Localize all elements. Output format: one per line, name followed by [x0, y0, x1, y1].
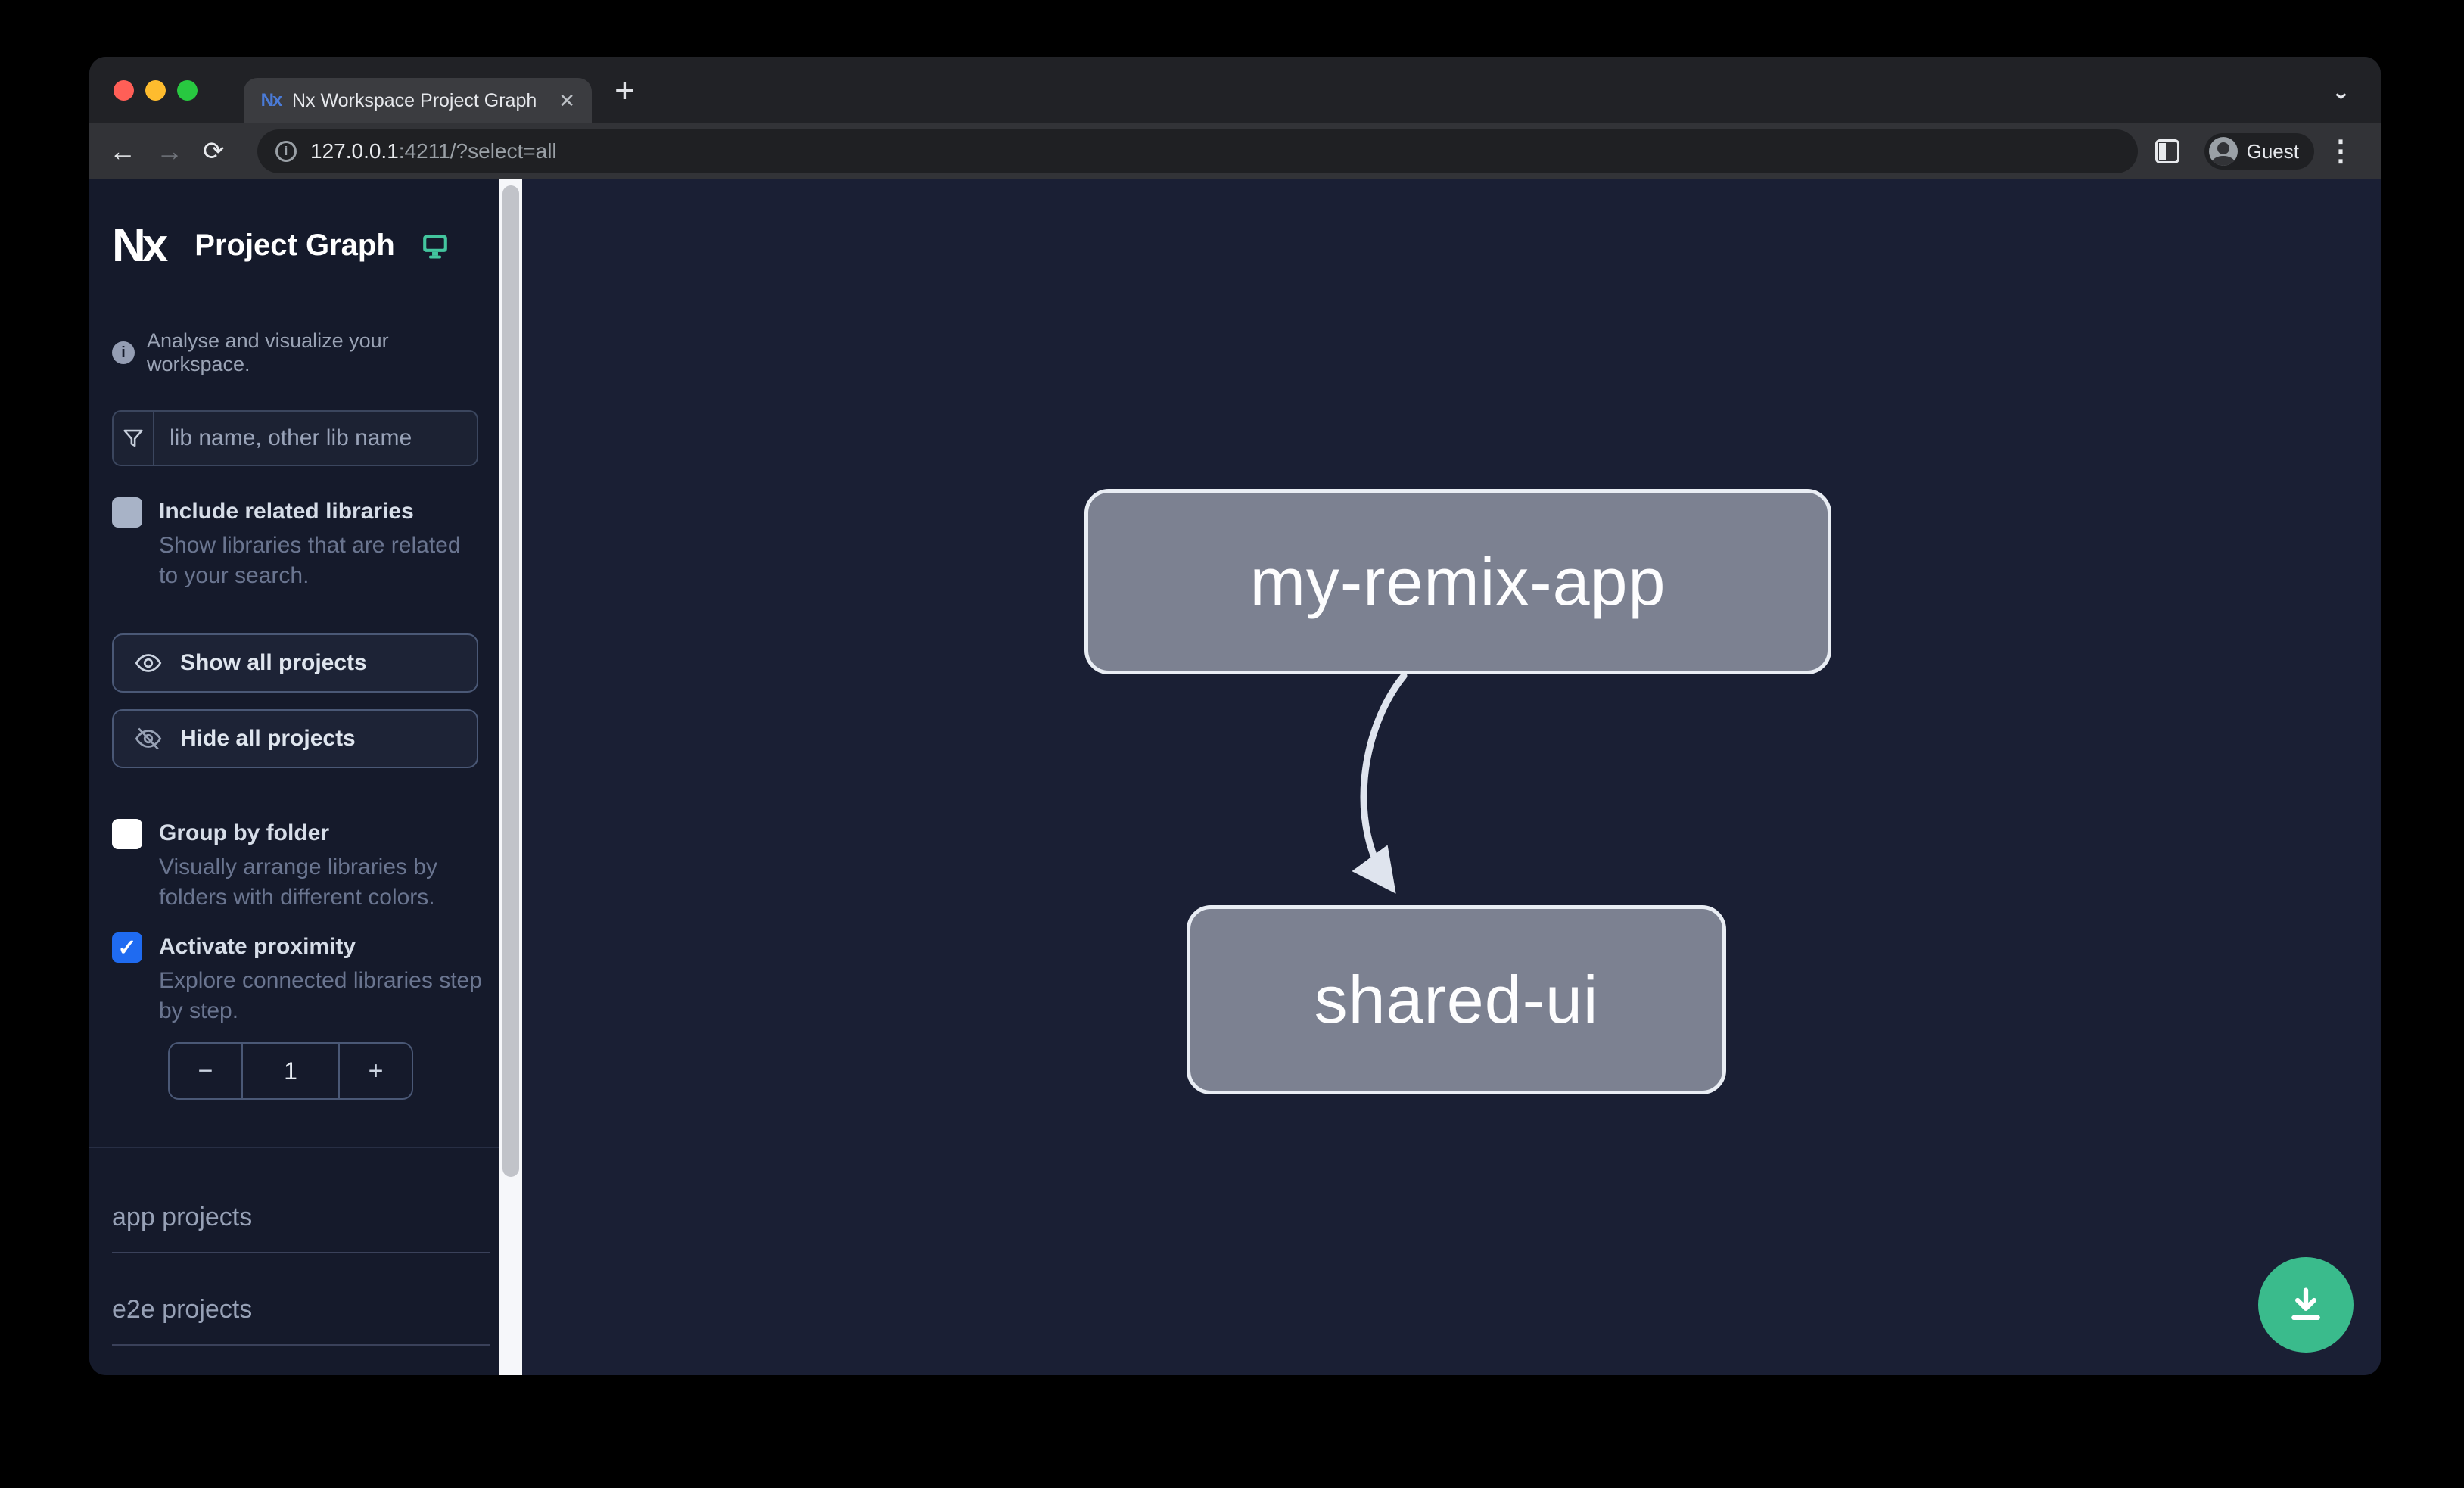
- profile-label: Guest: [2246, 139, 2299, 163]
- url-path: :4211/?select=all: [398, 139, 557, 163]
- graph-edges: [1352, 672, 1408, 894]
- include-related-checkbox[interactable]: [112, 497, 142, 528]
- activate-proximity-description: Explore connected libraries step by step…: [159, 968, 482, 1023]
- browser-toolbar: ← → ⟳ i 127.0.0.1:4211/?select=all Guest…: [89, 123, 2381, 179]
- hide-all-projects-label: Hide all projects: [180, 726, 356, 751]
- nx-favicon-icon: Nx: [260, 90, 283, 111]
- page-title: Project Graph: [194, 229, 395, 262]
- avatar-icon: [2208, 137, 2238, 166]
- include-related-label: Include related libraries: [159, 499, 414, 524]
- url-host: 127.0.0.1: [310, 139, 399, 163]
- new-tab-button[interactable]: +: [614, 70, 635, 110]
- group-by-folder-option: Group by folder Visually arrange librari…: [112, 817, 478, 913]
- reload-button[interactable]: ⟳: [203, 137, 225, 166]
- include-related-description: Show libraries that are related to your …: [159, 533, 461, 588]
- profile-button[interactable]: Guest: [2204, 133, 2314, 170]
- address-bar[interactable]: i 127.0.0.1:4211/?select=all: [257, 129, 2138, 173]
- browser-window: Nx Nx Workspace Project Graph ✕ + ⌄ ← → …: [89, 57, 2381, 1375]
- page-content: Nx Project Graph i Analyse and visualize…: [89, 179, 2381, 1375]
- site-info-icon[interactable]: i: [275, 141, 297, 162]
- tab-title: Nx Workspace Project Graph: [292, 89, 537, 111]
- proximity-value-input[interactable]: [243, 1044, 338, 1098]
- forward-button[interactable]: →: [156, 135, 183, 167]
- back-button[interactable]: ←: [109, 135, 136, 167]
- sidebar-header: Nx Project Graph: [112, 219, 478, 272]
- check-icon: ✓: [117, 935, 137, 960]
- hide-all-projects-button[interactable]: Hide all projects: [112, 709, 478, 768]
- proximity-decrement-button[interactable]: −: [170, 1044, 243, 1098]
- show-all-projects-button[interactable]: Show all projects: [112, 633, 478, 693]
- tab-close-icon[interactable]: ✕: [558, 89, 575, 112]
- window-controls: [114, 80, 198, 101]
- group-by-folder-description: Visually arrange libraries by folders wi…: [159, 855, 437, 910]
- maximize-window-button[interactable]: [177, 80, 198, 101]
- browser-tab-active[interactable]: Nx Nx Workspace Project Graph ✕: [244, 78, 592, 123]
- graph-node-my-remix-app[interactable]: my-remix-app: [1084, 489, 1831, 674]
- filter-icon: [114, 412, 154, 465]
- proximity-increment-button[interactable]: +: [338, 1044, 412, 1098]
- activate-proximity-label: Activate proximity: [159, 934, 356, 959]
- section-e2e-projects[interactable]: e2e projects: [112, 1295, 490, 1346]
- graph-node-shared-ui[interactable]: shared-ui: [1187, 905, 1726, 1094]
- sidebar-divider: [89, 1147, 499, 1148]
- activate-proximity-checkbox[interactable]: ✓: [112, 932, 142, 963]
- project-graph-canvas[interactable]: my-remix-app shared-ui: [522, 179, 2381, 1375]
- sidebar-scrollbar-track[interactable]: [499, 179, 522, 1375]
- include-related-option: Include related libraries Show libraries…: [112, 496, 478, 591]
- section-app-projects[interactable]: app projects: [112, 1203, 490, 1253]
- edge-my-remix-app-to-shared-ui: [1352, 672, 1408, 894]
- activate-proximity-option: ✓ Activate proximity Explore connected l…: [112, 931, 482, 1026]
- eye-icon: [135, 654, 162, 672]
- group-by-folder-label: Group by folder: [159, 820, 329, 845]
- show-all-projects-label: Show all projects: [180, 650, 367, 675]
- download-image-button[interactable]: [2258, 1257, 2354, 1353]
- close-window-button[interactable]: [114, 80, 134, 101]
- tagline-text: Analyse and visualize your workspace.: [147, 329, 389, 375]
- sidebar-scrollbar-thumb[interactable]: [502, 185, 519, 1177]
- search-input[interactable]: [154, 425, 477, 451]
- download-icon: [2291, 1287, 2320, 1321]
- sidebar: Nx Project Graph i Analyse and visualize…: [89, 179, 499, 1375]
- tab-search-chevron-icon[interactable]: ⌄: [2331, 82, 2350, 103]
- tab-strip: Nx Nx Workspace Project Graph ✕ + ⌄: [89, 57, 2381, 123]
- eye-off-icon: [135, 727, 162, 750]
- side-panel-icon[interactable]: [2155, 139, 2179, 163]
- info-icon: i: [112, 341, 135, 364]
- url-text: 127.0.0.1:4211/?select=all: [310, 139, 557, 163]
- monitor-icon[interactable]: [421, 232, 450, 260]
- group-by-folder-checkbox[interactable]: [112, 819, 142, 849]
- workspace-tagline: i Analyse and visualize your workspace.: [112, 329, 478, 376]
- browser-menu-icon[interactable]: ⋮: [2326, 135, 2355, 167]
- proximity-stepper: − +: [168, 1042, 413, 1100]
- nx-logo: Nx: [112, 219, 168, 272]
- minimize-window-button[interactable]: [145, 80, 166, 101]
- library-filter: [112, 410, 478, 466]
